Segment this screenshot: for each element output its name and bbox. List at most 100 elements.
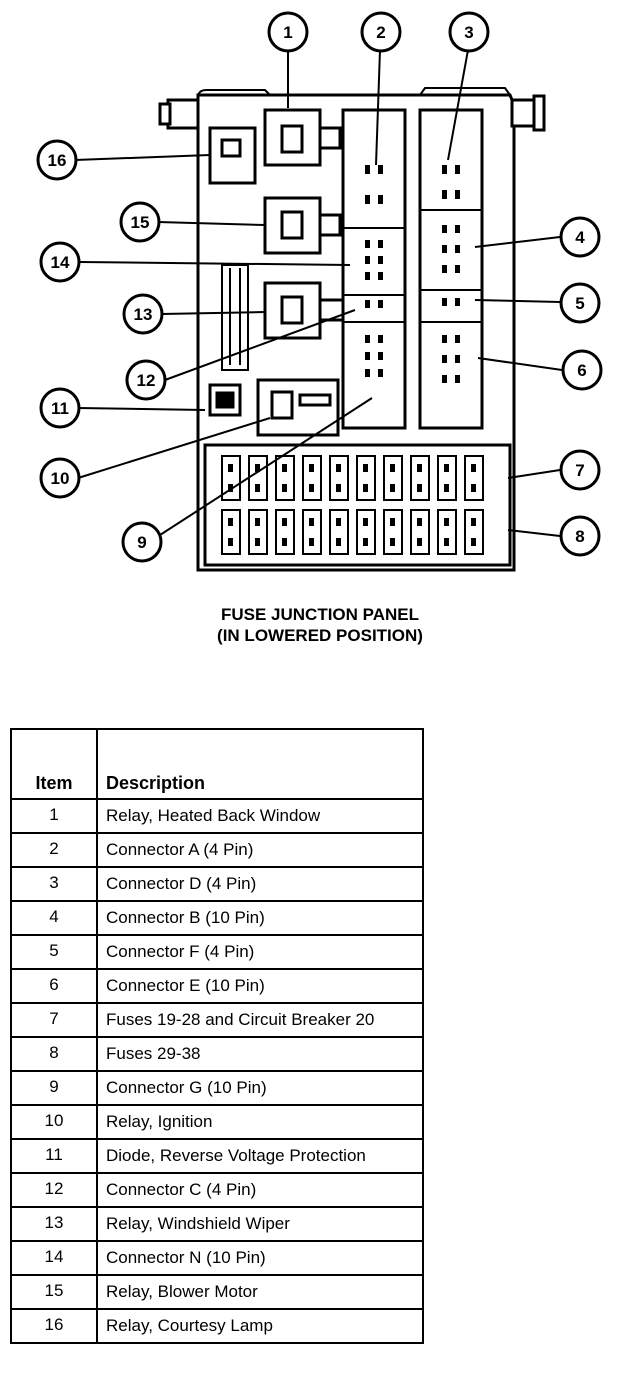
fuse [302,509,322,555]
fuse-terminal [363,518,368,526]
fuse-terminal [363,464,368,472]
fuse-terminal [471,484,476,492]
description-column-header: Description [96,728,424,800]
fuse-terminal [228,484,233,492]
fuse-terminal [228,538,233,546]
callout-4: 4 [559,216,601,258]
item-description: Relay, Windshield Wiper [96,1206,424,1242]
fuse [275,509,295,555]
fuse-terminal [309,484,314,492]
fuse-terminal [282,464,287,472]
fuse [248,455,268,501]
fuse-row-bottom [221,509,484,555]
fuse [464,509,484,555]
item-number: 5 [10,934,98,970]
callout-16: 16 [36,139,78,181]
item-number: 1 [10,798,98,834]
fuse-terminal [444,464,449,472]
item-number: 14 [10,1240,98,1276]
fuse-terminal [228,464,233,472]
fuse [437,509,457,555]
item-description: Connector B (10 Pin) [96,900,424,936]
item-number: 15 [10,1274,98,1310]
fuse-terminal [336,484,341,492]
item-description: Fuses 29-38 [96,1036,424,1072]
fuse-terminal [336,464,341,472]
item-description: Connector E (10 Pin) [96,968,424,1004]
fuse-junction-panel-diagram: 1 2 3 4 5 6 7 8 9 10 11 12 [36,11,603,572]
fuse-terminal [444,484,449,492]
fuse [329,455,349,501]
fuse [437,455,457,501]
svg-text:16: 16 [48,151,67,170]
relay-heated-back-window [263,108,342,167]
relay-windshield-wiper [263,281,347,340]
fuse-terminal [471,538,476,546]
item-number: 4 [10,900,98,936]
svg-text:11: 11 [51,399,69,418]
relay-ignition [256,378,340,437]
callout-13: 13 [122,293,164,335]
fuse [248,509,268,555]
fuse-terminal [255,538,260,546]
fuse-terminal [417,464,422,472]
fuse-terminal [471,518,476,526]
fuse-terminal [390,518,395,526]
fuse [356,509,376,555]
fuse-terminal [336,538,341,546]
item-description: Fuses 19-28 and Circuit Breaker 20 [96,1002,424,1038]
svg-text:4: 4 [575,228,585,247]
fuse-row-top [221,455,484,501]
callout-12: 12 [125,359,167,401]
svg-text:12: 12 [137,371,156,390]
item-number: 8 [10,1036,98,1072]
item-number: 3 [10,866,98,902]
fuse-terminal [309,538,314,546]
svg-text:7: 7 [575,461,584,480]
callout-1: 1 [267,11,309,53]
svg-text:3: 3 [464,23,473,42]
svg-text:6: 6 [577,361,586,380]
fuse [410,509,430,555]
panel-body [196,87,516,572]
svg-text:14: 14 [51,253,70,272]
caption-line-2: (IN LOWERED POSITION) [217,626,423,645]
fuse [383,455,403,501]
fuse-terminal [444,518,449,526]
item-number: 9 [10,1070,98,1106]
fuse [410,455,430,501]
fuse-terminal [309,518,314,526]
fuse [275,455,295,501]
item-description: Relay, Ignition [96,1104,424,1140]
connector-block-right [418,108,484,430]
item-description: Connector C (4 Pin) [96,1172,424,1208]
item-column-header: Item [10,728,98,800]
callout-10: 10 [39,457,81,499]
item-description: Diode, Reverse Voltage Protection [96,1138,424,1174]
svg-text:2: 2 [376,23,385,42]
legend-header-row: Item Description [10,728,424,800]
svg-text:13: 13 [134,305,153,324]
fuse-terminal [444,538,449,546]
fuse [302,455,322,501]
svg-text:5: 5 [575,294,584,313]
item-description: Connector G (10 Pin) [96,1070,424,1106]
wire-harness-channel [221,264,249,371]
relay-courtesy-lamp [208,126,257,185]
fuse-terminal [471,464,476,472]
fuse-terminal [417,484,422,492]
item-description: Relay, Blower Motor [96,1274,424,1310]
leader-lines [74,48,563,537]
svg-text:9: 9 [137,533,146,552]
item-number: 11 [10,1138,98,1174]
mounting-tabs [158,94,546,132]
fuse-terminal [336,518,341,526]
